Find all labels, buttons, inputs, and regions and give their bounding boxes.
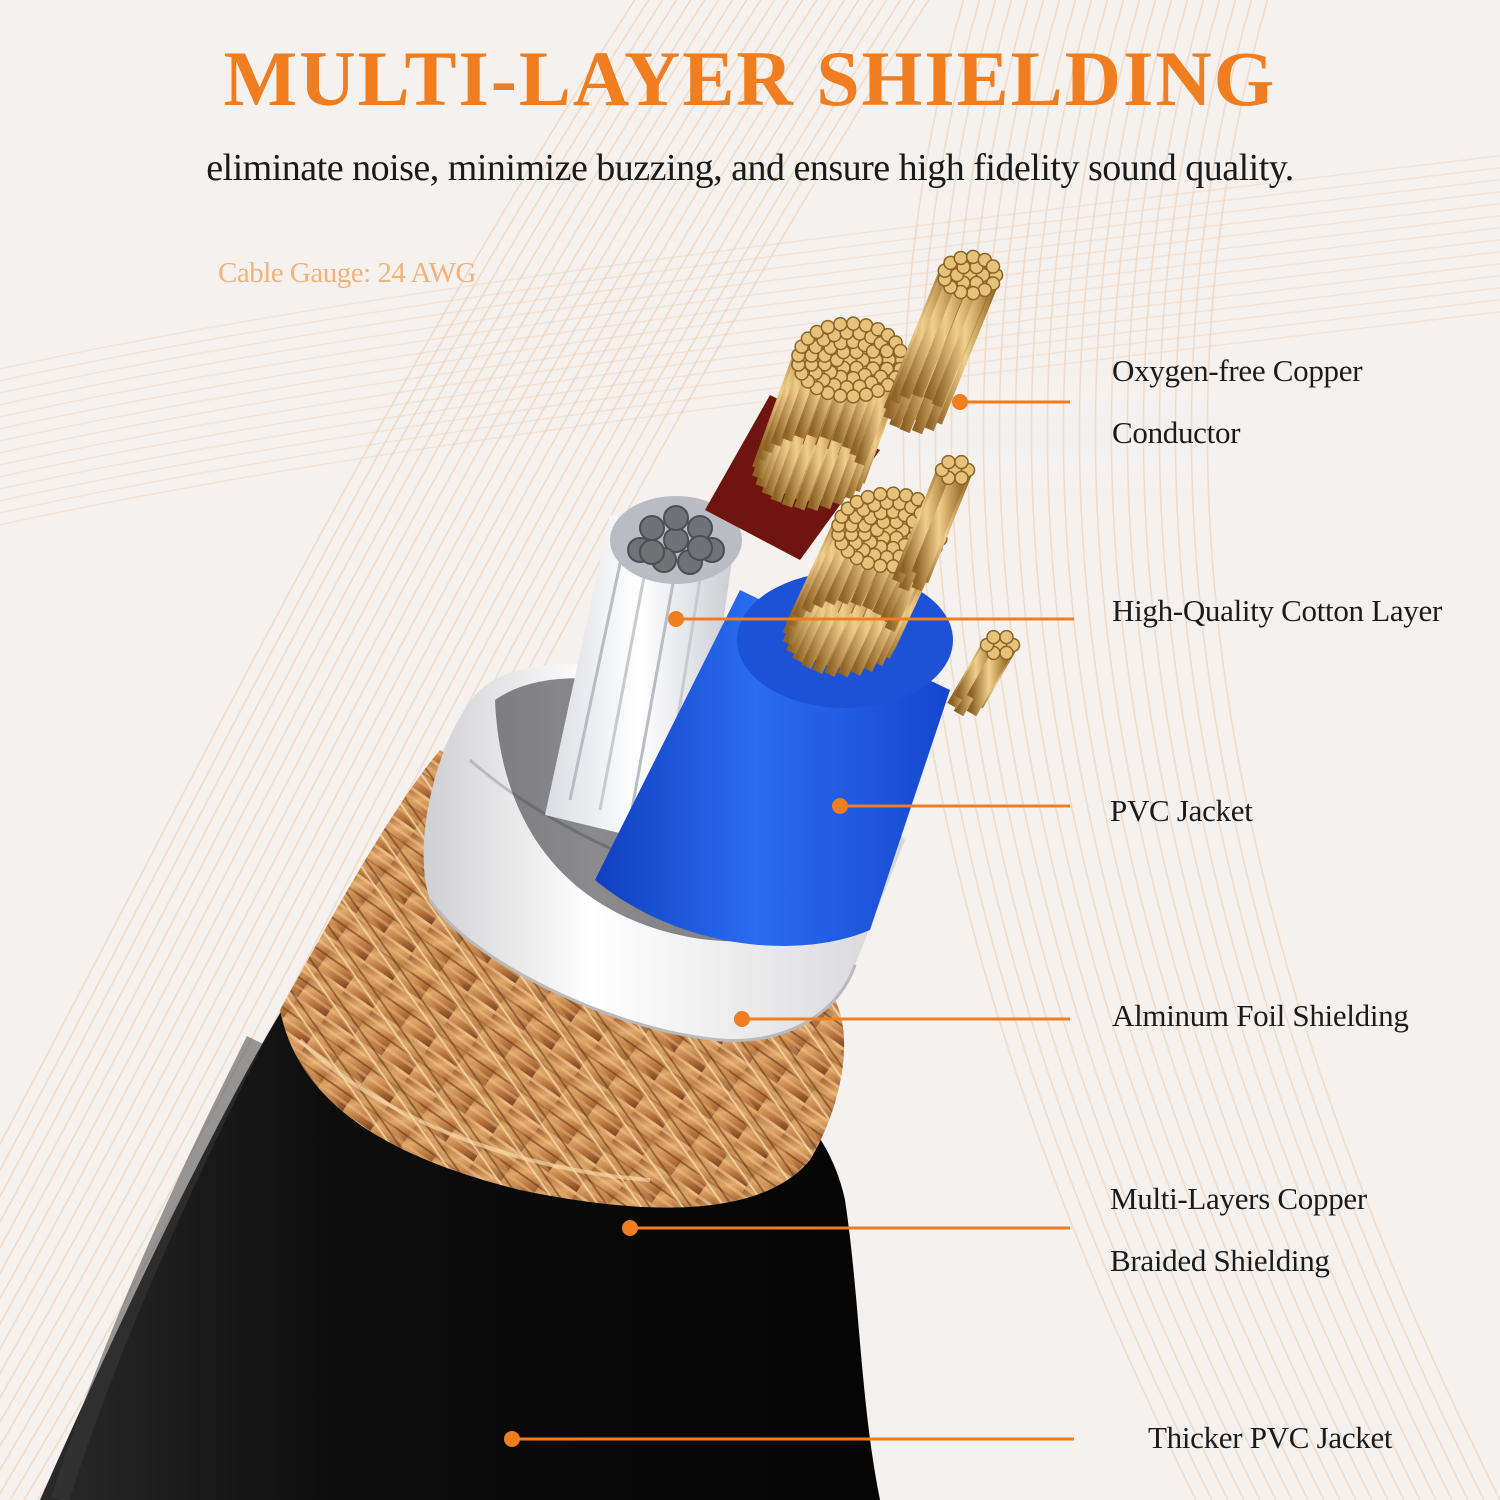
grey-strand-end <box>639 515 665 541</box>
copper-strand-end <box>860 489 876 505</box>
copper-strand-end <box>873 558 888 574</box>
copper-strand <box>889 260 956 405</box>
copper-strand-end <box>873 486 888 502</box>
leader-dot <box>832 798 848 814</box>
page-title: MULTI-LAYER SHIELDING <box>223 35 1277 122</box>
label-conductor: Oxygen-free Copper Conductor <box>1112 353 1363 450</box>
copper-strand-end <box>985 259 1001 274</box>
grey-strand-end <box>639 539 665 565</box>
leader-dot <box>622 1220 638 1236</box>
white-core-conductor-strands <box>627 505 725 575</box>
copper-strand-end <box>999 629 1014 645</box>
copper-strand-end <box>954 454 969 470</box>
copper-strand-bundle <box>782 486 950 678</box>
copper-strand <box>898 475 954 592</box>
copper-strand-end <box>833 316 848 332</box>
copper-strand <box>911 475 967 592</box>
copper-strand <box>801 555 862 670</box>
copper-strand-end <box>846 389 861 404</box>
label-braided-shielding: Multi-Layers Copper Braided Shielding <box>1110 1181 1367 1278</box>
callout-leader-lines <box>504 394 1074 1447</box>
copper-strand-end <box>846 316 861 331</box>
copper-strand-end <box>898 488 914 503</box>
copper-strand <box>837 564 899 678</box>
copper-strand <box>966 650 1012 717</box>
leader-dot <box>504 1431 520 1447</box>
grey-strand-end <box>687 535 713 561</box>
copper-strand-end <box>986 629 1001 645</box>
copper-strand <box>898 460 954 576</box>
label-outer-jacket: Thicker PVC Jacket <box>1148 1420 1393 1455</box>
copper-strand-end <box>870 383 886 398</box>
copper-strand-end <box>833 388 848 404</box>
copper-strand-end <box>954 470 969 486</box>
copper-strand-end <box>820 319 836 335</box>
copper-strand-bundle <box>891 454 976 592</box>
copper-strand-end <box>953 250 969 266</box>
grey-strand-end <box>663 505 689 531</box>
page-subtitle: eliminate noise, minimize buzzing, and e… <box>206 147 1294 189</box>
copper-strand-end <box>858 318 874 333</box>
label-cotton-layer: High-Quality Cotton Layer <box>1112 593 1442 628</box>
copper-strand <box>812 560 873 675</box>
leader-dot <box>952 394 968 410</box>
copper-strand-bundle <box>947 629 1021 717</box>
cable-gauge-text: Cable Gauge: 24 AWG <box>218 257 476 289</box>
copper-strand-end <box>886 486 901 501</box>
leader-dot <box>734 1011 750 1027</box>
label-foil-shielding: Alminum Foil Shielding <box>1112 998 1409 1033</box>
copper-strand-end <box>965 285 981 301</box>
copper-strand-end <box>941 454 956 470</box>
oxygen-free-copper-conductors <box>752 249 1021 717</box>
copper-strand-end <box>999 645 1014 661</box>
leader-dot <box>668 611 684 627</box>
label-pvc-jacket: PVC Jacket <box>1110 793 1253 828</box>
copper-strand-end <box>858 387 874 402</box>
copper-strand-bundle <box>883 249 1004 435</box>
